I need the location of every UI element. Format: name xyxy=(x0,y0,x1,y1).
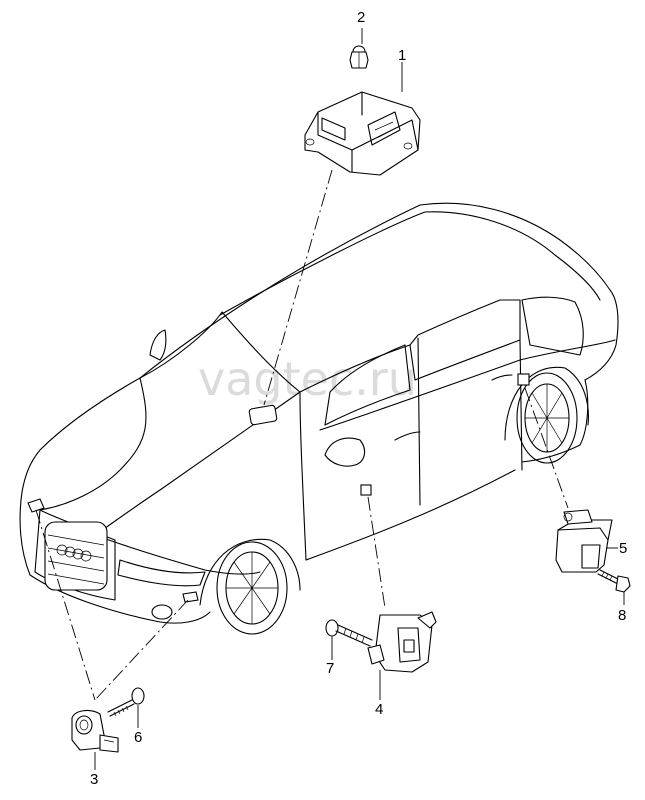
front-wheel xyxy=(199,538,301,635)
rear-wheel xyxy=(504,366,589,464)
side-crash-sensor xyxy=(367,611,437,673)
callout-4: 4 xyxy=(375,701,383,718)
callout-8: 8 xyxy=(618,607,626,624)
bolt-7 xyxy=(325,619,373,647)
callout-1: 1 xyxy=(398,47,406,64)
front-sensor-right-marker xyxy=(182,591,199,603)
control-unit-location-marker xyxy=(248,404,278,426)
callout-7: 7 xyxy=(326,660,334,677)
grille xyxy=(44,521,108,591)
front-crash-sensor xyxy=(71,709,119,753)
bolt-6 xyxy=(107,687,145,717)
front-sensor-left-marker xyxy=(27,498,45,513)
side-sensor-location-marker xyxy=(360,484,372,496)
bolt-8 xyxy=(597,569,631,593)
car-illustration xyxy=(19,202,619,635)
callout-6: 6 xyxy=(134,729,142,746)
rear-crash-sensor xyxy=(555,509,613,573)
callout-2: 2 xyxy=(357,9,365,26)
callout-5: 5 xyxy=(619,540,627,557)
rear-sensor-location-marker xyxy=(517,373,530,386)
hex-nut xyxy=(349,45,369,69)
airbag-control-unit xyxy=(304,91,421,176)
callout-3: 3 xyxy=(90,771,98,788)
watermark-text: vagtec.ru xyxy=(198,352,417,406)
